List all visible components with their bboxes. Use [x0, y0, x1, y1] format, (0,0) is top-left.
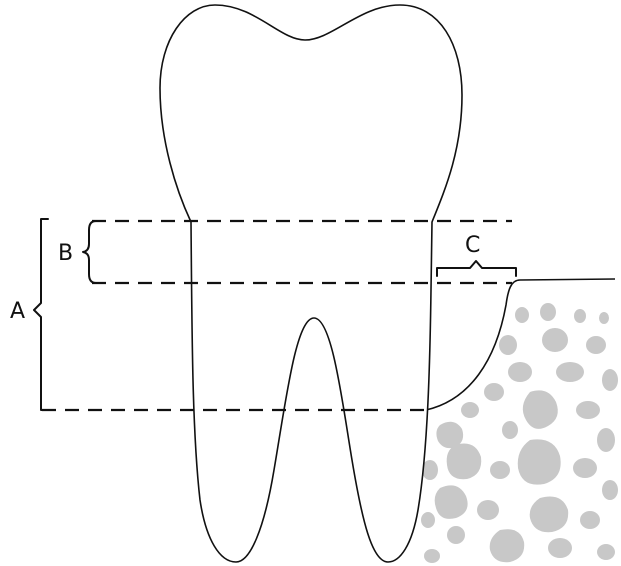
- brace-b: [83, 221, 96, 283]
- label-b: B: [58, 241, 73, 266]
- bracket-c: [437, 261, 516, 276]
- bracket-a: [34, 219, 48, 410]
- label-c: C: [465, 233, 480, 258]
- label-a: A: [10, 299, 25, 324]
- bone-particles: [421, 303, 618, 563]
